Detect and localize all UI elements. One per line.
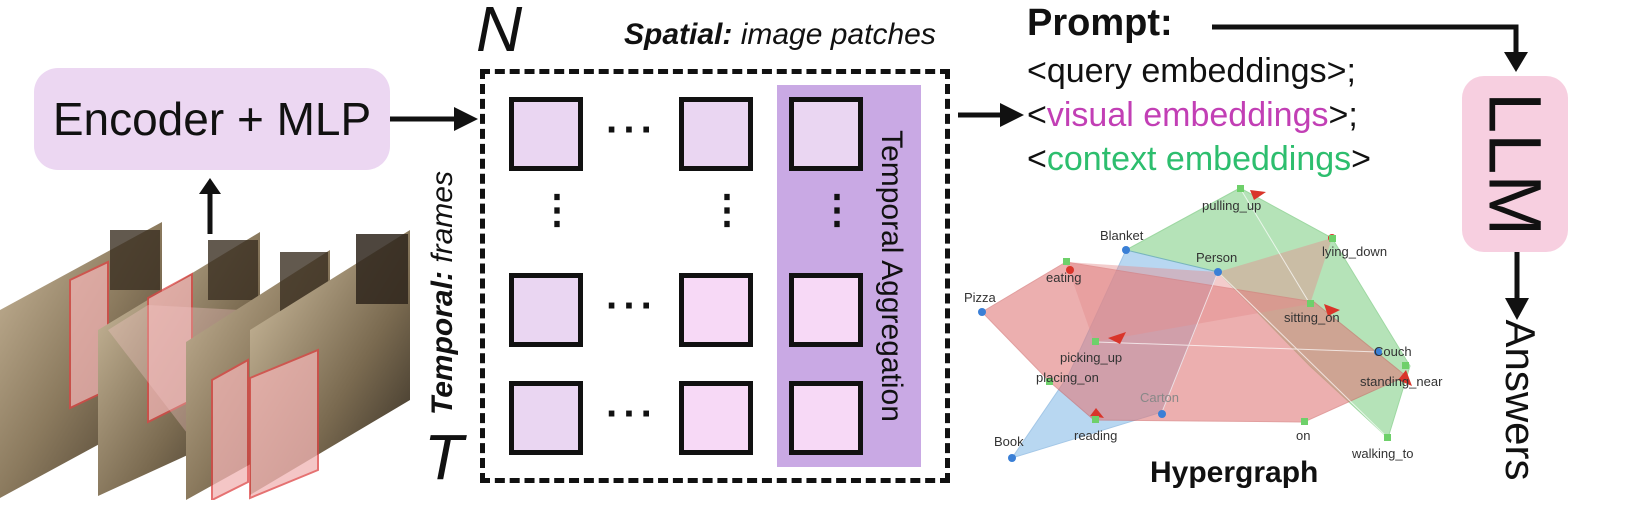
prompt-bracket-close: >;: [1328, 96, 1358, 134]
hg-label-eating: eating: [1046, 270, 1081, 285]
grid-t-label: T: [424, 421, 464, 493]
hg-label-person: Person: [1196, 250, 1237, 265]
node-reading: [1092, 416, 1099, 423]
hg-label-reading: reading: [1074, 428, 1117, 443]
frame-4: [249, 230, 410, 500]
temporal-caption-bold: Temporal:: [426, 271, 459, 415]
spatial-caption-bold: Spatial:: [624, 18, 733, 51]
patch-cell-r3-c2: [679, 381, 753, 455]
node-on: [1301, 418, 1308, 425]
temporal-aggregation-label: Temporal Aggregation: [875, 130, 908, 422]
hg-label-lying-down: lying_down: [1322, 244, 1387, 259]
prompt-title: Prompt:: [1027, 2, 1173, 44]
hg-label-on: on: [1296, 428, 1310, 443]
node-pizza: [978, 308, 986, 316]
patch-cell-r2-c2: [679, 273, 753, 347]
prompt-line-visual: <visual embeddings>;: [1027, 96, 1358, 135]
spatial-caption: Spatial: image patches: [624, 18, 936, 52]
patch-grid-frame: [480, 69, 950, 483]
ellipsis-r3: ···: [606, 392, 658, 436]
answers-label: Answers: [1497, 319, 1544, 481]
hg-label-walking-to: walking_to: [1351, 446, 1413, 461]
node-couch: [1374, 348, 1382, 356]
prompt-line-context: <context embeddings>: [1027, 140, 1371, 179]
hg-label-pizza: Pizza: [964, 290, 997, 305]
hg-label-sitting-on: sitting_on: [1284, 310, 1340, 325]
hg-label-standing-near: standing_near: [1360, 374, 1443, 389]
hg-label-picking-up: picking_up: [1060, 350, 1122, 365]
node-lying-down: [1329, 235, 1336, 242]
node-standing-near: [1402, 362, 1409, 369]
hg-label-couch: Couch: [1374, 344, 1412, 359]
prompt-query-text: query embeddings: [1046, 52, 1327, 90]
arrow-llm-to-answers: [1505, 252, 1529, 320]
arrow-prompt-to-llm: [1212, 24, 1528, 72]
patch-cell-r2-c1: [509, 273, 583, 347]
prompt-visual-text: visual embeddings: [1046, 96, 1329, 134]
patch-cell-r1-c2: [679, 97, 753, 171]
patch-cell-r3-c1: [509, 381, 583, 455]
hg-label-blanket: Blanket: [1100, 228, 1144, 243]
hypergraph-title: Hypergraph: [1150, 456, 1319, 489]
ellipsis-r2: ···: [606, 284, 658, 328]
node-book: [1008, 454, 1016, 462]
patch-cell-r2-c3: [789, 273, 863, 347]
node-walking-to: [1384, 434, 1391, 441]
encoder-mlp-box: Encoder + MLP: [34, 68, 390, 170]
patch-cell-r1-c3: [789, 97, 863, 171]
hg-label-carton: Carton: [1140, 390, 1179, 405]
prompt-bracket-open: <: [1027, 96, 1047, 134]
node-placing-on: [1046, 378, 1053, 385]
hypergraph: pulling_up Blanket lying_down Person eat…: [964, 185, 1443, 462]
ellipsis-r1: ···: [606, 108, 658, 152]
prompt-bracket-close: >: [1351, 140, 1372, 178]
llm-label: LLM: [1473, 92, 1557, 236]
patch-cell-r3-c3: [789, 381, 863, 455]
prompt-bracket-open: <: [1027, 140, 1047, 178]
node-pulling-up: [1237, 185, 1244, 192]
prompt-bracket-open: <: [1027, 52, 1047, 90]
patch-cell-r1-c1: [509, 97, 583, 171]
node-person: [1214, 268, 1222, 276]
arrow-frames-to-encoder: [199, 178, 221, 234]
arrow-encoder-to-grid: [390, 107, 478, 131]
ellipsis-col-2: ⋮: [707, 188, 747, 232]
ellipsis-col-3: ⋮: [817, 188, 857, 232]
hyperedge-red-1: [981, 261, 1407, 423]
video-frames: [0, 222, 410, 500]
prompt-context-text: context embeddings: [1046, 140, 1352, 178]
ellipsis-col-1: ⋮: [537, 188, 577, 232]
node-eating: [1063, 258, 1070, 265]
prompt-bracket-close: >;: [1326, 52, 1356, 90]
hyperedge-red-2: [1066, 238, 1332, 342]
temporal-caption: Temporal: frames: [426, 171, 460, 415]
temporal-caption-text: frames: [426, 171, 459, 263]
node-blanket: [1122, 246, 1130, 254]
node-picking-up: [1092, 338, 1099, 345]
arrow-grid-to-prompt: [958, 103, 1024, 127]
llm-box: LLM: [1462, 76, 1568, 252]
node-sitting-on: [1307, 300, 1314, 307]
node-carton: [1158, 410, 1166, 418]
prompt-line-query: <query embeddings>;: [1027, 52, 1356, 91]
hg-label-pulling-up: pulling_up: [1202, 198, 1261, 213]
hg-label-placing-on: placing_on: [1036, 370, 1099, 385]
grid-n-label: N: [476, 0, 523, 65]
hg-label-book: Book: [994, 434, 1024, 449]
spatial-caption-text: image patches: [740, 18, 936, 51]
encoder-label: Encoder + MLP: [52, 93, 372, 145]
